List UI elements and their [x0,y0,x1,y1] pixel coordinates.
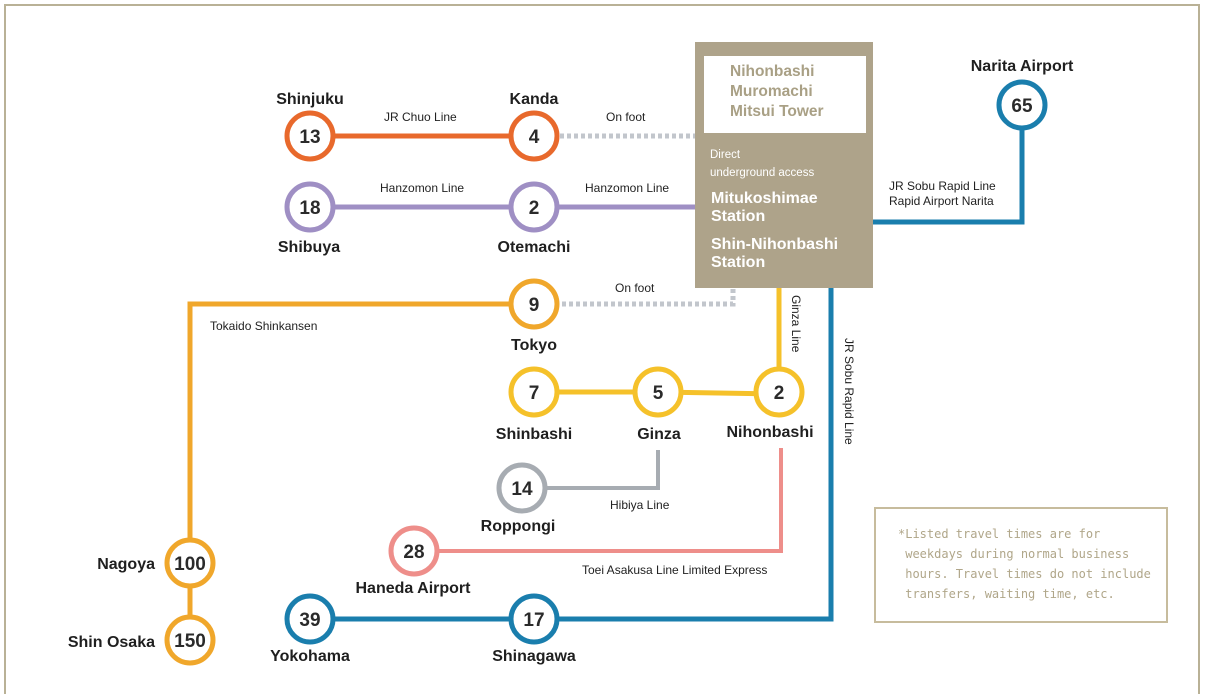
station-shin-osaka: 150 Shin Osaka [68,614,216,666]
walk-tokyo-tower [562,288,736,307]
shin-nihonbashi-station: Shin-Nihonbashi Station [711,236,838,272]
svg-text:Shibuya: Shibuya [278,239,340,256]
tower-title-line-1: Nihonbashi [730,63,815,80]
svg-text:13: 13 [299,127,320,148]
tower-title-line-2: Muromachi [730,83,813,100]
station-shinjuku: 13 Shinjuku [276,91,344,162]
sobu-narita-line [873,105,1025,225]
svg-text:17: 17 [523,610,544,631]
svg-text:Nagoya: Nagoya [97,556,155,573]
toei-line [414,448,783,553]
hibiya-line [522,450,660,490]
station-narita: 65 Narita Airport [971,58,1074,131]
svg-text:Shinagawa: Shinagawa [492,648,576,665]
hanzomon-label-2: Hanzomon Line [585,181,669,195]
ginza-line-label: Ginza Line [789,295,803,353]
svg-text:28: 28 [403,542,424,563]
svg-text:Narita Airport: Narita Airport [971,58,1074,75]
station-roppongi: 14 Roppongi [481,462,556,535]
direct-access-text: Direct underground access [710,146,814,182]
sobu-south-line [310,288,834,622]
svg-text:Tokyo: Tokyo [511,337,557,354]
station-haneda: 28 Haneda Airport [356,525,472,597]
tower-title-line-3: Mitsui Tower [730,103,824,120]
station-kanda: 4 Kanda [508,91,560,162]
mitukoshimae-station: Mitukoshimae Station [711,190,818,226]
svg-text:39: 39 [299,610,320,631]
svg-text:4: 4 [529,127,540,148]
station-nagoya: 100 Nagoya [97,537,216,589]
sobu-narita-label-1: JR Sobu Rapid Line [889,179,996,193]
station-tokyo: 9 Tokyo [508,278,560,354]
on-foot-label-2: On foot [615,281,655,295]
direct-line-2: underground access [710,167,815,179]
station-yokohama: 39 Yokohama [270,593,350,665]
jr-chuo-label: JR Chuo Line [384,110,457,124]
hanzomon-label-1: Hanzomon Line [380,181,464,195]
toei-label: Toei Asakusa Line Limited Express [582,563,767,577]
svg-text:Shinbashi: Shinbashi [496,426,572,443]
sobu-rapid-label: JR Sobu Rapid Line [842,338,856,445]
travel-time-note: *Listed travel times are for weekdays du… [874,507,1168,623]
station-shinagawa: 17 Shinagawa [492,593,576,665]
svg-text:Yokohama: Yokohama [270,648,350,665]
svg-text:2: 2 [529,198,540,219]
station-ginza: 5 Ginza [632,366,684,443]
station-shinbashi: 7 Shinbashi [496,366,572,443]
svg-text:Haneda Airport: Haneda Airport [356,580,472,597]
map-frame [4,4,1200,694]
station-otemachi: 2 Otemachi [498,181,571,256]
shin-nihonbashi-line-1: Shin-Nihonbashi [711,236,839,253]
hibiya-label: Hibiya Line [610,498,670,512]
svg-text:Kanda: Kanda [510,91,559,108]
station-shibuya: 18 Shibuya [278,181,340,256]
mitukoshimae-line-2: Station [711,208,766,225]
direct-line-1: Direct [710,149,741,161]
svg-text:2: 2 [774,383,785,404]
svg-text:7: 7 [529,383,540,404]
tokaido-line [187,301,534,642]
svg-text:Shin Osaka: Shin Osaka [68,634,155,651]
svg-text:150: 150 [174,631,206,652]
svg-text:5: 5 [653,383,664,404]
svg-text:9: 9 [529,295,540,316]
mitukoshimae-line-1: Mitukoshimae [711,190,818,207]
svg-text:Ginza: Ginza [637,426,681,443]
shin-nihonbashi-line-2: Station [711,254,766,271]
tower-title: Nihonbashi Muromachi Mitsui Tower [704,56,866,133]
svg-text:Roppongi: Roppongi [481,518,556,535]
svg-text:Nihonbashi: Nihonbashi [726,424,813,441]
on-foot-label-1: On foot [606,110,646,124]
svg-text:14: 14 [511,479,533,500]
svg-text:Shinjuku: Shinjuku [276,91,344,108]
svg-text:Otemachi: Otemachi [498,239,571,256]
svg-text:65: 65 [1011,96,1033,117]
sobu-narita-label-2: Rapid Airport Narita [889,194,994,208]
station-nihonbashi: 2 Nihonbashi [726,366,814,441]
svg-text:100: 100 [174,554,206,575]
tokaido-label: Tokaido Shinkansen [210,319,317,333]
svg-text:18: 18 [299,198,320,219]
